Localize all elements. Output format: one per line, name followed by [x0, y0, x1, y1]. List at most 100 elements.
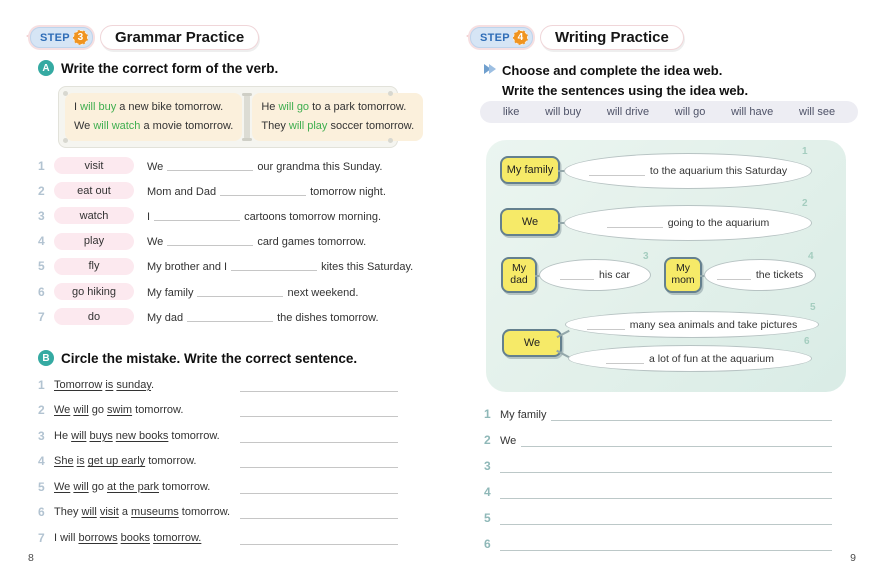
- write-sentence-row: 5: [484, 503, 832, 529]
- item-number: 5: [38, 479, 45, 494]
- section-a-heading: Write the correct form of the verb.: [61, 60, 279, 76]
- sentence-segment: will: [71, 429, 87, 442]
- correction-write-line[interactable]: [240, 531, 398, 545]
- example-sentence: He will go to a park tomorrow.: [261, 100, 407, 113]
- section-b-header: B Circle the mistake. Write the correct …: [38, 350, 357, 366]
- step-number: 3: [72, 30, 88, 45]
- answer-blank[interactable]: [197, 285, 284, 297]
- answer-blank[interactable]: [220, 184, 307, 196]
- correction-write-line[interactable]: [240, 378, 398, 392]
- item-number: 4: [38, 234, 45, 249]
- mistake-sentence: I will borrows books tomorrow.: [54, 532, 232, 544]
- answer-blank[interactable]: [167, 159, 254, 171]
- answer-blank[interactable]: [167, 234, 254, 247]
- item-number: 2: [484, 433, 491, 447]
- idea-web-oval-1: to the aquarium this Saturday: [564, 153, 812, 189]
- sentence-post: the dishes tomorrow.: [277, 311, 379, 324]
- oval-number: 4: [808, 251, 814, 262]
- answer-blank[interactable]: [187, 310, 274, 322]
- word-bank-item: will drive: [606, 106, 650, 118]
- answer-blank[interactable]: [606, 354, 645, 364]
- correction-write-line[interactable]: [240, 480, 398, 494]
- step-chip: STEP 3: [30, 27, 93, 48]
- sentence-pre: Mom and Dad: [147, 185, 217, 198]
- mistake-sentence: We will go swim tomorrow.: [54, 404, 232, 416]
- step-4-badge: STEP 4 Writing Practice: [465, 25, 684, 50]
- sentence-segment: will: [73, 480, 89, 493]
- sentence-post: tomorrow night.: [310, 185, 386, 198]
- oval-number: 6: [804, 336, 810, 347]
- sentence-segment: tomorrow.: [145, 455, 197, 468]
- answer-blank[interactable]: [606, 218, 663, 228]
- sentence-post: our grandma this Sunday.: [257, 160, 383, 173]
- answer-blank[interactable]: [586, 320, 625, 330]
- step-label: STEP: [40, 31, 70, 44]
- item-number: 2: [38, 183, 45, 198]
- answer-blank[interactable]: [154, 209, 241, 221]
- sentence-segment: We: [54, 404, 71, 417]
- screw-icon: [63, 138, 68, 143]
- example-sentence: I will buy a new bike tomorrow.: [74, 100, 224, 113]
- sentence-segment: books: [120, 531, 150, 544]
- sentence-prefix: My family: [500, 409, 547, 421]
- sentence-segment: tomorrow.: [159, 480, 211, 493]
- idea-web-subject-box: We: [502, 329, 562, 357]
- mistake-sentence: She is get up early tomorrow.: [54, 455, 232, 467]
- item-number: 3: [484, 459, 491, 473]
- sentence-segment: They: [54, 506, 82, 519]
- section-b-letter-icon: B: [38, 350, 54, 366]
- sentence-write-line[interactable]: [521, 445, 832, 447]
- sentence-segment: swim: [107, 404, 133, 417]
- item-number: 3: [38, 208, 45, 223]
- sentence-write-line[interactable]: [500, 497, 832, 499]
- sentence-write-line[interactable]: [500, 549, 832, 551]
- sentence-write-line[interactable]: [551, 419, 832, 421]
- answer-blank[interactable]: [231, 259, 318, 272]
- idea-web-oval-6: a lot of fun at the aquarium: [568, 345, 812, 372]
- answer-blank[interactable]: [588, 166, 645, 176]
- correction-write-line[interactable]: [240, 454, 398, 469]
- item-number: 1: [38, 158, 45, 173]
- idea-web-subject-box: We: [500, 208, 560, 236]
- sentence-segment: We: [54, 480, 71, 493]
- page-number-left: 8: [28, 552, 34, 564]
- answer-blank[interactable]: [716, 270, 751, 280]
- left-page-grammar-practice: STEP 3 Grammar Practice A Write the corr…: [25, 25, 424, 564]
- correction-write-line[interactable]: [240, 505, 398, 520]
- verb-prompt-pill: go hiking: [54, 283, 134, 301]
- sentence-prefix: We: [500, 435, 517, 447]
- idea-web-oval-2: going to the aquarium: [564, 205, 812, 241]
- sentence-write-line[interactable]: [500, 471, 832, 473]
- sentence-segment: tomorrow.: [132, 404, 184, 417]
- answer-blank[interactable]: [560, 270, 595, 280]
- sentence-write-line[interactable]: [500, 523, 832, 525]
- idea-web-oval-3: his car: [539, 259, 651, 291]
- correction-write-line[interactable]: [240, 429, 398, 443]
- item-number: 6: [38, 284, 45, 299]
- mistake-sentence: He will buys new books tomorrow.: [54, 430, 232, 442]
- section-a-header: A Write the correct form of the verb.: [38, 60, 278, 76]
- screw-icon: [388, 138, 393, 143]
- sentence-segment: is: [105, 378, 114, 391]
- mistake-sentence: Tomorrow is sunday.: [54, 379, 232, 391]
- sentence-segment: buys: [89, 429, 113, 442]
- oval-number: 2: [802, 198, 808, 209]
- section-b-heading: Circle the mistake. Write the correct se…: [61, 350, 358, 366]
- correction-write-line[interactable]: [240, 403, 398, 418]
- oval-number: 1: [802, 146, 808, 157]
- sentence-segment: Tomorrow: [54, 378, 103, 391]
- sentence-segment: I will: [54, 531, 79, 544]
- sentence-segment: will: [81, 506, 97, 519]
